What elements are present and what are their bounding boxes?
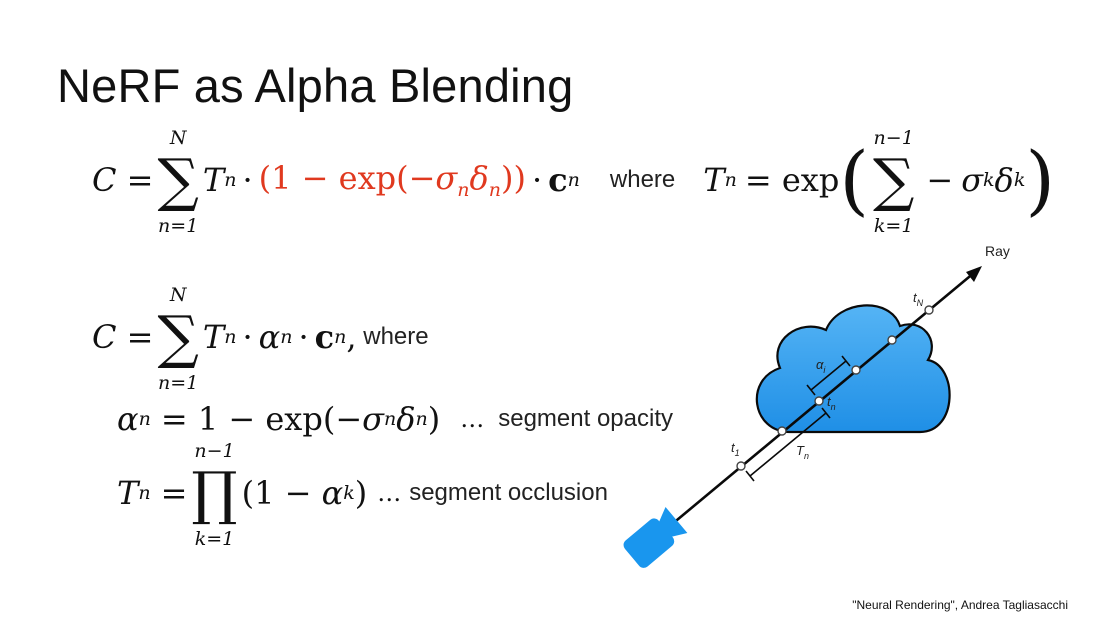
eq3-close: )	[427, 400, 441, 438]
eq1-rhs-T: T	[703, 161, 725, 199]
eq1-inner-sigma-sub: k	[983, 169, 995, 191]
ray-label: Ray	[985, 243, 1010, 259]
eq1-where: where	[609, 166, 676, 193]
eq1-T: T	[202, 161, 225, 199]
eq2-alpha: α	[258, 318, 281, 356]
eq1-inner-minus: −	[926, 161, 954, 199]
eq1-alpha-close: ))	[501, 159, 526, 197]
eq4-prod-lower: k=1	[194, 528, 235, 550]
eq4-eq: =	[160, 474, 188, 512]
tN-label: tN	[913, 290, 924, 308]
eq1-dot1: ·	[242, 161, 253, 199]
eq1-alpha-open: (1 − exp(−	[258, 159, 436, 197]
eq1-dot2: ·	[531, 161, 543, 199]
eq1-sum-upper: N	[169, 127, 187, 149]
sample-point-5	[887, 335, 897, 345]
eq1-sigma-sub: n	[457, 179, 470, 201]
eq3-sigma: σ	[362, 400, 384, 438]
eq2-T-sub: n	[224, 326, 237, 348]
eq1-right-paren: )	[1025, 135, 1055, 224]
eq1-sum-lower: n=1	[158, 215, 199, 237]
eq1-sum: N ∑ n=1	[157, 127, 199, 237]
eq2-comma: ,	[346, 318, 357, 356]
eq1-c-sub: n	[567, 169, 580, 191]
eq4-body-close: )	[354, 474, 368, 512]
eq3-dots: …	[460, 405, 485, 433]
alpha-i-label: αi	[816, 357, 826, 375]
eq1-delta-sub: n	[488, 179, 502, 201]
tn-label: tn	[827, 394, 836, 412]
sample-point-2	[777, 426, 787, 436]
eq1-inner-delta-sub: k	[1013, 169, 1026, 191]
eq1-T-sub: n	[224, 169, 237, 191]
eq1-rhs-eq: = exp	[744, 161, 840, 199]
eq1-inner-sum-upper: n−1	[873, 127, 914, 149]
eq2-sum-lower: n=1	[158, 372, 199, 394]
eq1-alpha-term: (1 − exp(−σnδn))	[259, 159, 526, 201]
eq4-T-sub: n	[138, 482, 151, 504]
camera-icon	[623, 506, 688, 568]
eq4-label: segment occlusion	[409, 479, 608, 506]
eq1-c: c	[548, 161, 568, 199]
eq4-alpha-sub: k	[343, 482, 355, 504]
sample-point-tN	[924, 305, 934, 315]
eq3-alpha: α	[117, 400, 139, 438]
eq4-prod: n−1 ∏ k=1	[191, 440, 238, 550]
eq3-alpha-sub: n	[138, 408, 151, 430]
eq3-delta-sub: n	[415, 408, 428, 430]
eq4-alpha: α	[321, 474, 344, 512]
sample-point-t1	[736, 461, 746, 471]
eq4-dots: …	[377, 479, 402, 507]
eq3-body: = 1 − exp(−	[160, 400, 363, 438]
eq4-prod-upper: n−1	[194, 440, 235, 462]
slide-title: NeRF as Alpha Blending	[57, 59, 574, 112]
eq3-sigma-sub: n	[383, 408, 397, 430]
eq2-where: where	[356, 323, 429, 350]
eq1-sigma: σ	[435, 159, 458, 197]
source-caption: "Neural Rendering", Andrea Tagliasacchi	[852, 598, 1068, 612]
eq2-sum-upper: N	[169, 284, 187, 306]
eq2-c-sub: n	[334, 326, 347, 348]
eq1-inner-delta: δ	[994, 161, 1014, 199]
eq1-lhs: C =	[92, 161, 154, 199]
eq1-delta: δ	[469, 159, 489, 197]
eq1-inner-sum-lower: k=1	[873, 215, 914, 237]
alpha-segment-bracket	[806, 355, 851, 396]
eq3-label: segment opacity	[498, 405, 673, 432]
eq2-T: T	[202, 318, 225, 356]
sample-point-4	[851, 365, 861, 375]
eq2-dot2: ·	[298, 318, 309, 356]
ray-arrowhead-icon	[966, 266, 982, 282]
eq1-rhs-T-sub: n	[724, 169, 737, 191]
eq2-lhs: C =	[92, 318, 154, 356]
eq2-c: c	[314, 318, 335, 356]
t1-label: t1	[731, 440, 740, 458]
eq1-left-paren: (	[839, 135, 869, 224]
eq2-alpha-sub: n	[280, 326, 293, 348]
eq2-dot1: ·	[242, 318, 253, 356]
eq2-sum: N ∑ n=1	[157, 284, 199, 394]
eq4-body-open: (1 −	[241, 474, 322, 512]
transmittance-segment-bracket	[745, 407, 831, 482]
sample-point-tn	[814, 396, 824, 406]
eq1-inner-sum: n−1 ∑ k=1	[872, 127, 915, 237]
eq1-inner-sigma: σ	[961, 161, 984, 199]
eq4-T: T	[117, 474, 139, 512]
Tn-label: Tn	[796, 443, 809, 461]
eq3-delta: δ	[396, 400, 416, 438]
